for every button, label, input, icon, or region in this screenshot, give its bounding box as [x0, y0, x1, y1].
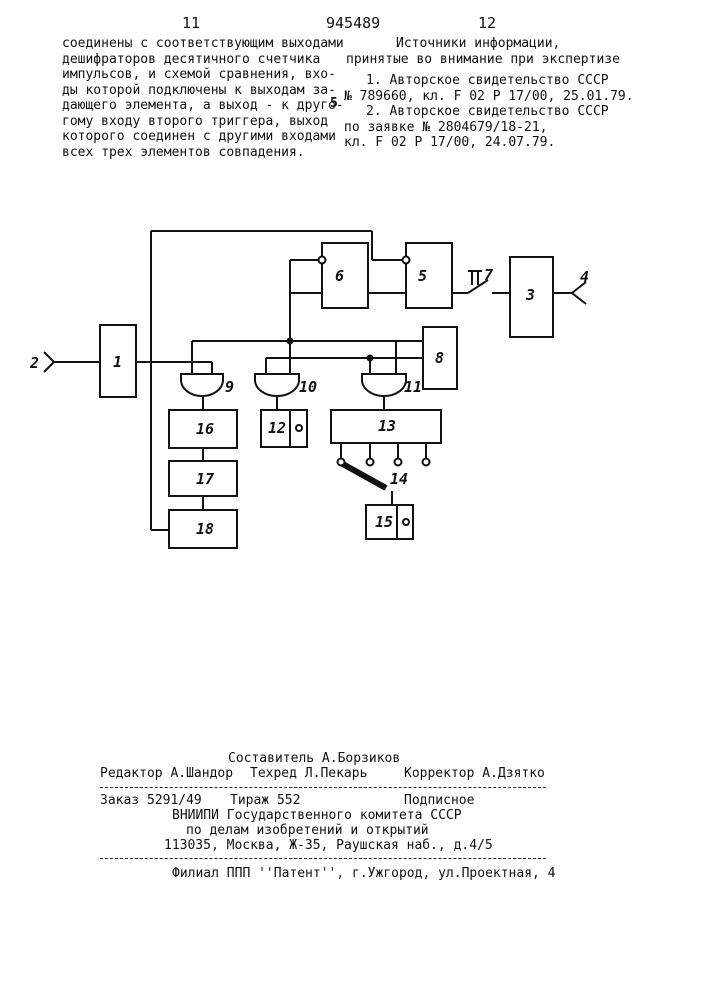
label-block-17: 17: [196, 470, 214, 488]
branch: Филиал ППП ''Патент'', г.Ужгород, ул.Про…: [172, 866, 556, 882]
label-block-6: 6: [335, 267, 344, 285]
label-switch-7: 7: [484, 266, 493, 284]
editor: Редактор А.Шандор: [100, 766, 233, 782]
label-gate-9: 9: [225, 378, 234, 396]
label-block-18: 18: [196, 520, 214, 538]
label-block-16: 16: [196, 420, 214, 438]
label-block-3: 3: [525, 286, 535, 304]
divider: [100, 787, 546, 788]
techred: Техред Л.Пекарь: [250, 766, 367, 782]
divider: [100, 858, 546, 859]
label-block-15: 15: [375, 513, 393, 531]
label-block-12: 12: [268, 419, 286, 437]
circulation: Тираж 552: [230, 793, 300, 809]
address: 113035, Москва, Ж-35, Раушская наб., д.4…: [164, 838, 493, 854]
corrector: Корректор А.Дзятко: [404, 766, 545, 782]
compiler: Составитель А.Борзиков: [228, 751, 400, 767]
and-gate-9: [181, 374, 223, 396]
and-gate-11: [362, 374, 406, 396]
org-name: ВНИИПИ Государственного комитета СССР: [172, 808, 462, 824]
block-6: [322, 243, 368, 308]
subscription: Подписное: [404, 793, 474, 809]
label-block-13: 13: [378, 417, 396, 435]
label-gate-11: 11: [404, 378, 422, 396]
label-input-2: 2: [29, 354, 39, 372]
label-block-8: 8: [435, 349, 444, 367]
switch-7-icon: [468, 271, 482, 285]
org-department: по делам изобретений и открытий: [186, 823, 429, 839]
switch-14-lever: [341, 463, 386, 488]
and-gate-10: [255, 374, 299, 396]
circuit-diagram: 1 6 5 3 8 9 10 11 12 13 15 16 17 18 14 7…: [0, 0, 707, 620]
order: Заказ 5291/49: [100, 793, 202, 809]
label-block-5: 5: [418, 267, 427, 285]
block-5: [406, 243, 452, 308]
label-block-1: 1: [113, 353, 122, 371]
label-switch-14: 14: [390, 470, 408, 488]
label-gate-10: 10: [299, 378, 317, 396]
label-input-4: 4: [580, 268, 589, 286]
